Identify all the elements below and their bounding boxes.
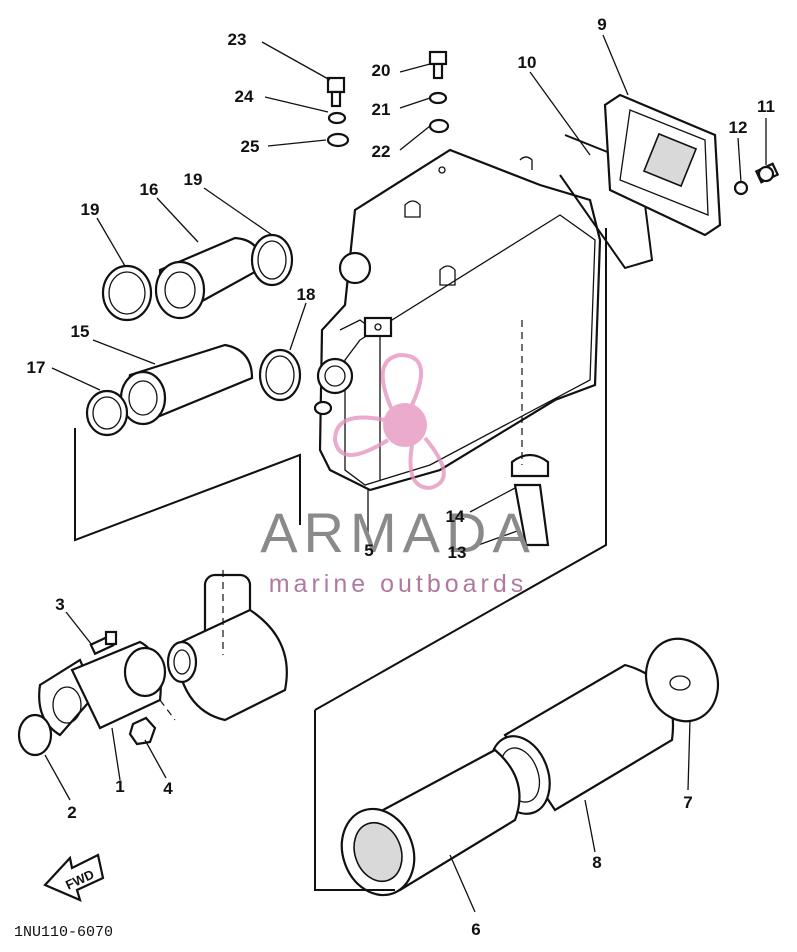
callout-11: 11 [757, 97, 775, 116]
callout-9: 9 [597, 15, 606, 34]
bolt-20 [428, 50, 448, 80]
callout-8: 8 [592, 853, 601, 872]
callout-7: 7 [683, 793, 692, 812]
armada-propeller-logo [332, 352, 446, 491]
air-box-cover [603, 93, 722, 237]
air-filter-6 [340, 748, 521, 897]
callout-16: 16 [140, 180, 159, 199]
washer-12 [733, 180, 749, 196]
callout-19-left: 19 [81, 200, 100, 219]
leader-lines [44, 34, 767, 913]
watermark-tagline: marine outboards [269, 570, 528, 598]
nut-21 [428, 91, 448, 105]
callout-19-right: 19 [184, 170, 203, 189]
fwd-arrow: FWD [43, 853, 105, 902]
callout-17: 17 [27, 358, 46, 377]
callout-2: 2 [67, 803, 76, 822]
boundary-line-lower [314, 710, 395, 891]
nut-4 [128, 716, 157, 746]
callout-12: 12 [729, 118, 748, 137]
washer-25 [326, 132, 350, 148]
filter-cap-7 [645, 637, 719, 723]
bolt-23 [326, 76, 346, 108]
air-box-housing [313, 148, 602, 492]
callout-23: 23 [228, 30, 247, 49]
intake-manifold-1 [38, 640, 167, 737]
joint-16 [154, 236, 264, 320]
callout-6: 6 [471, 920, 480, 939]
washer-24 [327, 111, 347, 125]
callout-13: 13 [448, 543, 467, 562]
callout-18: 18 [297, 285, 316, 304]
callout-24: 24 [235, 87, 254, 106]
callout-10: 10 [518, 53, 537, 72]
washer-22 [428, 118, 450, 134]
screw-3 [89, 630, 118, 656]
watermark-brand: ARMADA [260, 501, 536, 564]
callout-5: 5 [364, 541, 373, 560]
callout-4: 4 [163, 779, 173, 798]
callout-3: 3 [55, 595, 64, 614]
boundary-line-upper [74, 428, 301, 542]
joint-15 [119, 343, 254, 426]
screw-11 [754, 162, 780, 184]
carburetor [166, 573, 288, 722]
drawing-code: 1NU110-6070 [14, 924, 113, 941]
callout-1: 1 [115, 777, 124, 796]
callout-21: 21 [372, 100, 391, 119]
callout-22: 22 [372, 142, 391, 161]
drain-hose-13 [513, 483, 550, 547]
callout-15: 15 [71, 322, 90, 341]
drain-cap-14 [510, 453, 550, 478]
callout-25: 25 [241, 137, 260, 156]
callout-20: 20 [372, 61, 391, 80]
callout-14: 14 [446, 507, 465, 526]
o-ring-2 [17, 713, 53, 757]
boundary-line-right [314, 228, 607, 711]
clamp-19-left [101, 264, 153, 322]
